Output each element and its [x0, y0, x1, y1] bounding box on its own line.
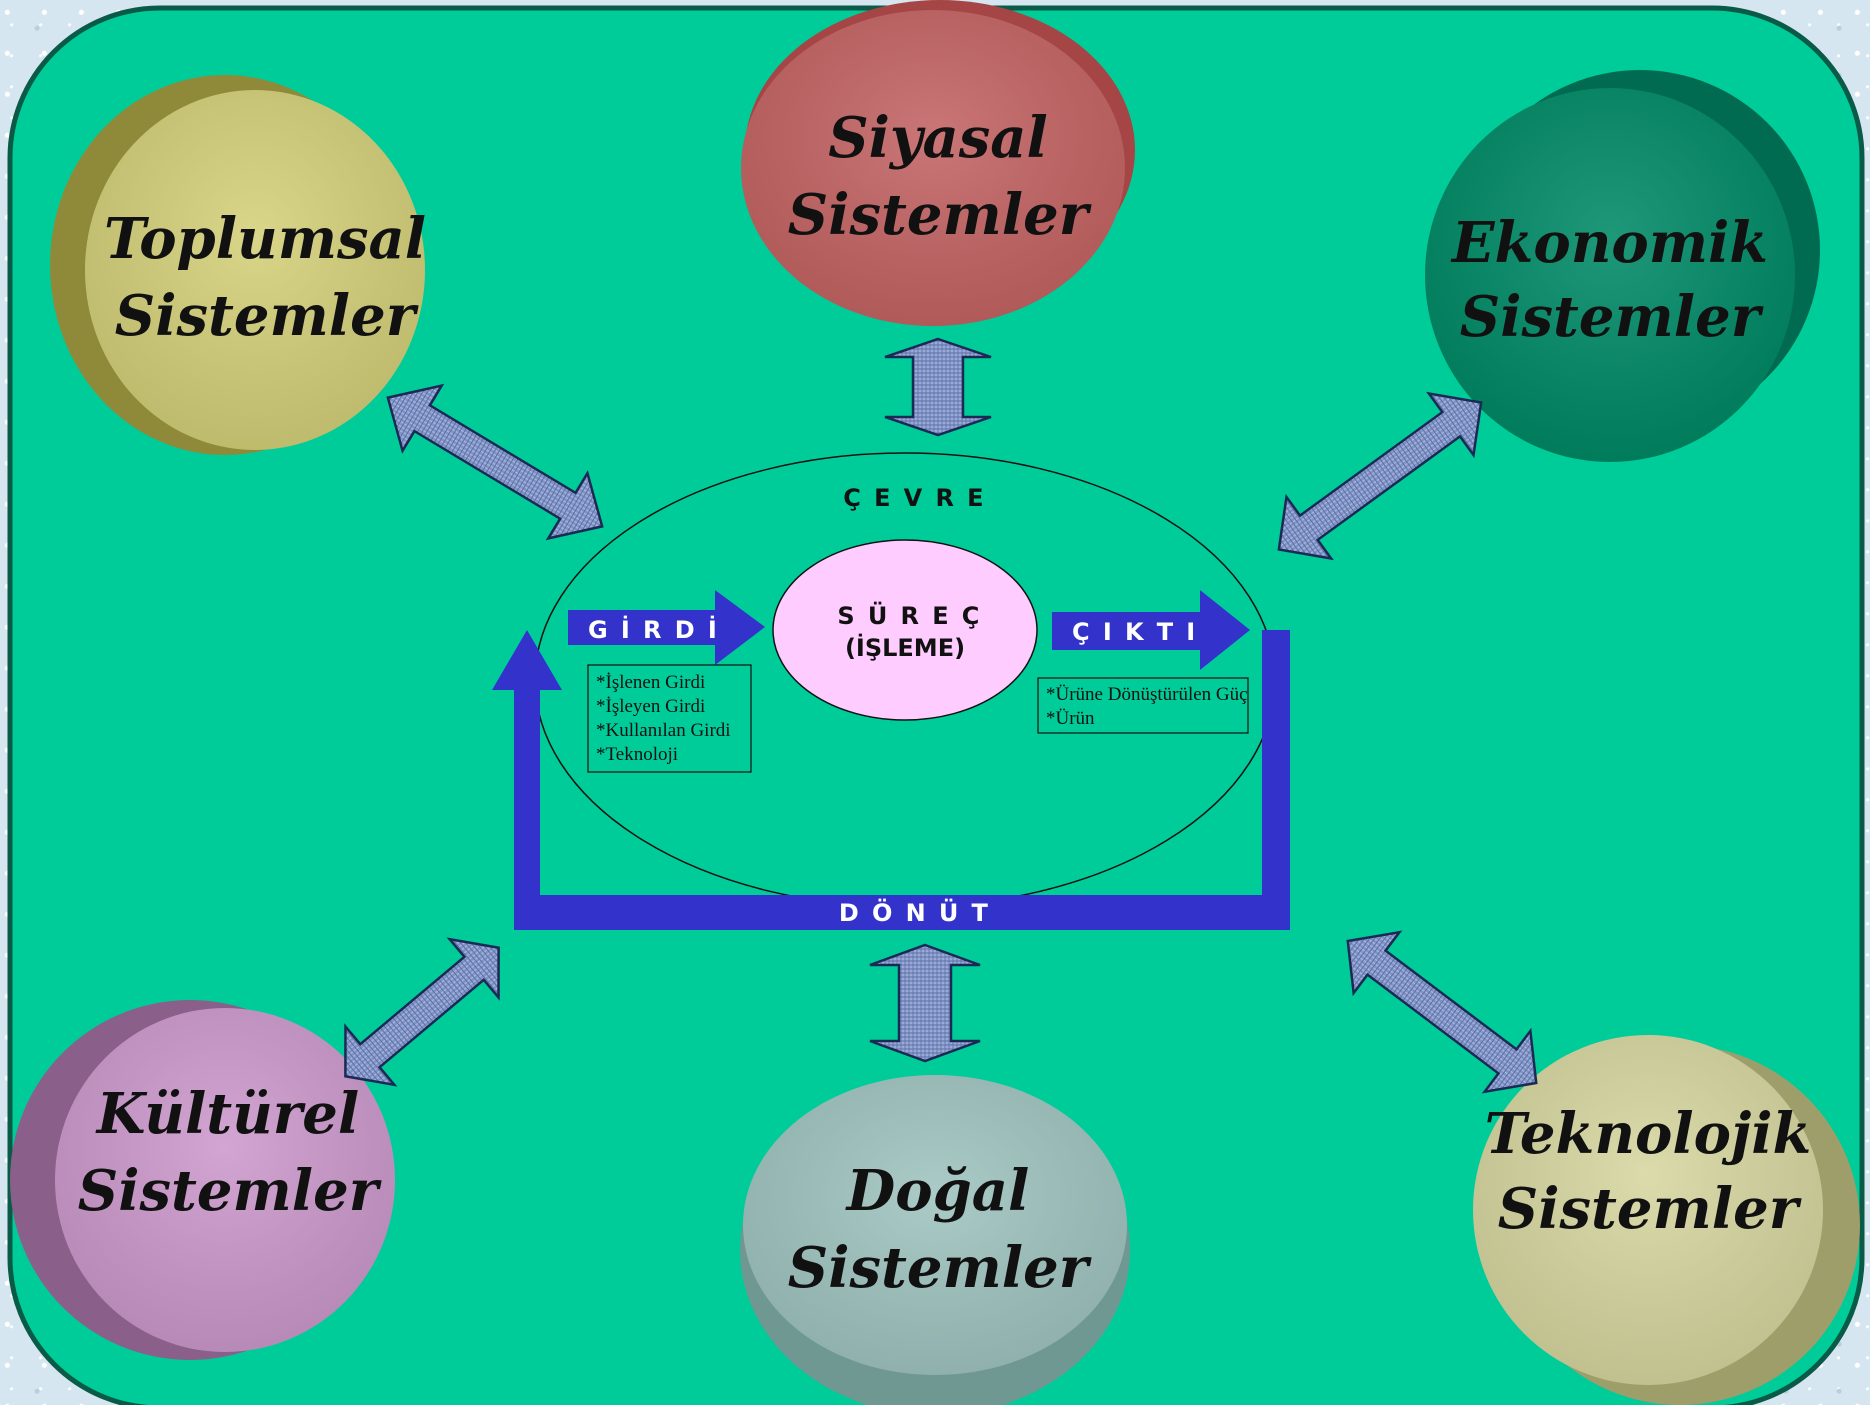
- girdi-item-2: *İşleyen Girdi: [596, 696, 705, 717]
- cevre-label: ÇEVRE: [843, 484, 996, 512]
- kulturel-disc: Kültürel Sistemler: [10, 1000, 395, 1360]
- girdi-item-4: *Teknoloji: [596, 744, 678, 765]
- arrow-dogal: [869, 943, 981, 1063]
- cikti-item-2: *Ürün: [1046, 708, 1095, 729]
- teknolojik-label-2: Sistemler: [1498, 1176, 1802, 1242]
- cikti-box: [1037, 677, 1249, 734]
- arrow-toplumsal: [386, 383, 604, 541]
- girdi-item-3: *Kullanılan Girdi: [596, 720, 731, 741]
- girdi-label: GİRDİ: [588, 615, 730, 644]
- donut-loop: [492, 630, 1290, 930]
- ekonomik-label-2: Sistemler: [1460, 284, 1764, 350]
- ekonomik-disc: Ekonomik Sistemler: [1425, 70, 1820, 462]
- arrow-ekonomik: [1277, 391, 1483, 561]
- siyasal-disc: Siyasal Sistemler: [741, 0, 1135, 326]
- surec-label-2: (İŞLEME): [845, 633, 965, 662]
- cikti-arrow: [1052, 590, 1250, 670]
- dogal-label-1: Doğal: [845, 1158, 1030, 1224]
- girdi-item-1: *İşlenen Girdi: [596, 672, 705, 693]
- toplumsal-label-2: Sistemler: [115, 283, 419, 349]
- toplumsal-disc: Toplumsal Sistemler: [50, 75, 426, 455]
- ekonomik-label-1: Ekonomik: [1450, 210, 1768, 276]
- kulturel-label-1: Kültürel: [95, 1081, 359, 1147]
- girdi-box: [587, 664, 752, 773]
- surec-ellipse: [772, 539, 1038, 721]
- arrow-siyasal: [884, 337, 992, 437]
- arrow-kulturel: [344, 937, 500, 1087]
- cikti-label: ÇIKTI: [1072, 618, 1208, 646]
- kulturel-label-2: Sistemler: [78, 1158, 382, 1224]
- teknolojik-disc: Teknolojik Sistemler: [1473, 1035, 1860, 1405]
- dogal-disc: Doğal Sistemler: [740, 1075, 1130, 1405]
- donut-label: DÖNÜT: [839, 897, 1001, 927]
- toplumsal-label-1: Toplumsal: [104, 206, 426, 272]
- arrow-teknolojik: [1346, 930, 1538, 1094]
- surec-label: SÜREÇ: [837, 600, 992, 630]
- siyasal-label-2: Sistemler: [788, 182, 1092, 248]
- siyasal-label-1: Siyasal: [828, 105, 1048, 171]
- teknolojik-label-1: Teknolojik: [1485, 1101, 1812, 1167]
- girdi-arrow: [568, 590, 765, 665]
- cikti-item-1: *Ürüne Dönüştürülen Güç: [1046, 684, 1248, 705]
- dogal-label-2: Sistemler: [788, 1235, 1092, 1301]
